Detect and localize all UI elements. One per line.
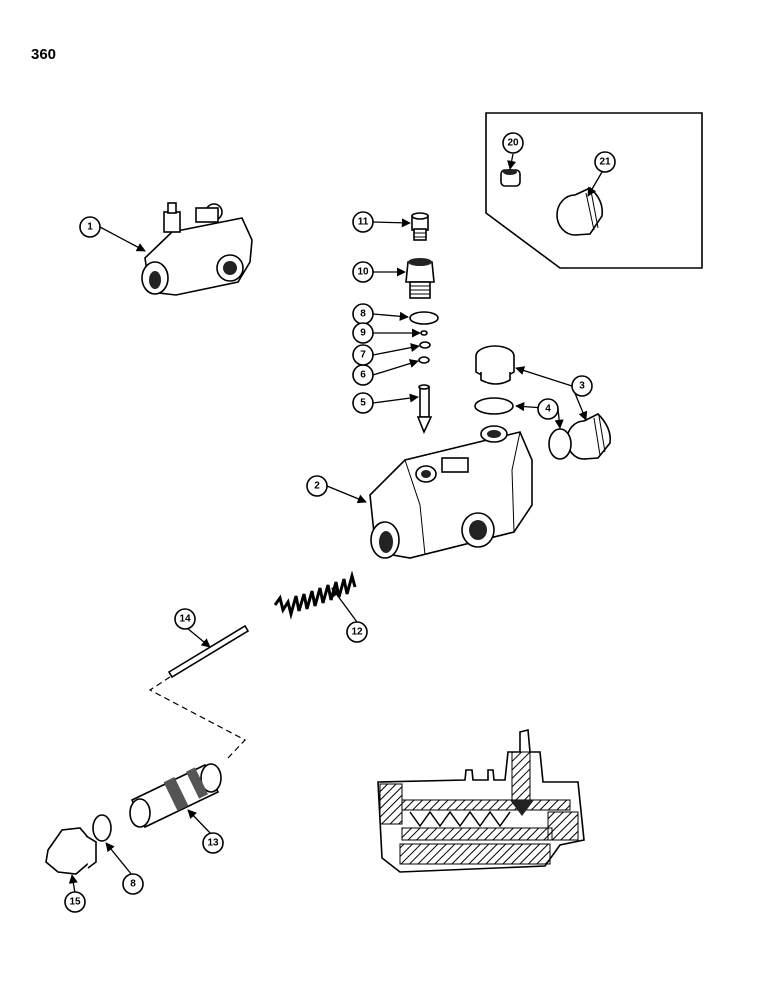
part-3-plug-upper [475,345,515,385]
svg-text:1: 1 [87,222,93,233]
svg-text:10: 10 [357,267,369,278]
callout-2: 2 [306,475,328,497]
callout-1: 1 [79,216,101,238]
callout-5: 5 [352,392,374,414]
callout-8-lower: 8 [122,873,144,895]
svg-text:6: 6 [360,370,366,381]
svg-text:11: 11 [358,217,369,228]
inset-box [485,112,703,269]
part-15-plug [45,827,97,875]
callout-12: 12 [346,621,368,643]
svg-text:8: 8 [360,309,366,320]
part-6 [418,356,430,364]
part-21-plug [556,187,604,236]
callout-7: 7 [352,344,374,366]
leader-lines [68,153,603,894]
svg-text:8: 8 [130,879,136,890]
part-12-spring [273,570,357,620]
part-9 [420,330,428,336]
svg-text:14: 14 [179,614,191,625]
part-14-pin [167,624,250,679]
part-5-poppet [416,384,433,435]
part-7 [419,341,431,349]
callout-14: 14 [174,608,196,630]
part-10-fitting [405,258,435,299]
part-8-o-ring-upper [409,311,439,325]
callout-3: 3 [571,375,593,397]
svg-text:12: 12 [351,627,363,638]
svg-text:5: 5 [360,398,366,409]
part-13-spool [129,763,222,829]
svg-text:2: 2 [314,481,320,492]
callout-10: 10 [352,261,374,283]
svg-text:21: 21 [599,157,611,168]
callout-6: 6 [352,364,374,386]
svg-text:15: 15 [69,897,81,908]
callout-8-upper: 8 [352,303,374,325]
callout-15: 15 [64,891,86,913]
part-20-fitting [500,169,521,187]
callout-4: 4 [537,398,559,420]
part-1-valve-assembly [141,202,253,296]
page-number: 360 [31,46,57,63]
callout-9: 9 [352,322,374,344]
svg-text:9: 9 [360,328,366,339]
svg-text:7: 7 [360,350,366,361]
callout-20: 20 [502,132,524,154]
assembly-dashed-line [148,676,246,759]
part-8-o-ring-lower [92,814,112,842]
callout-13: 13 [202,832,224,854]
svg-text:20: 20 [507,138,519,149]
part-2-valve-body [369,425,533,559]
svg-text:3: 3 [579,381,585,392]
svg-text:4: 4 [545,404,551,415]
callout-21: 21 [594,151,616,173]
sectional-view [377,728,585,873]
callout-11: 11 [352,211,374,233]
part-4-o-ring-upper [474,397,514,415]
part-3-plug-side [566,413,612,460]
part-4-o-ring-side [548,428,572,460]
svg-text:13: 13 [207,838,219,849]
part-11 [411,212,429,241]
